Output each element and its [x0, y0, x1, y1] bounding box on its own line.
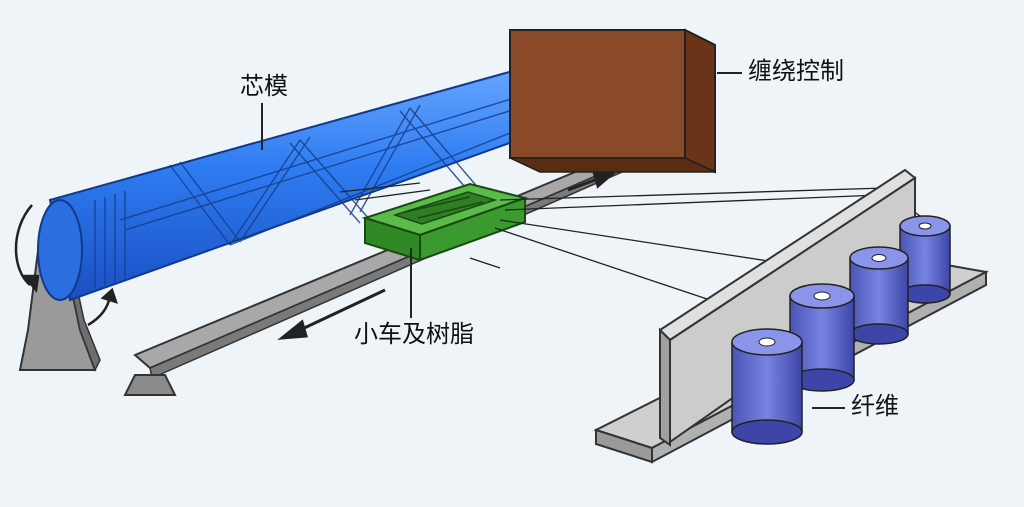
- carriage-resin-label: 小车及树脂: [354, 320, 474, 348]
- spool: [899, 215, 951, 304]
- rotation-arrow-icon: [14, 204, 118, 327]
- fiber-spools: [731, 215, 951, 445]
- leader-lines: [261, 72, 845, 409]
- spool: [849, 246, 909, 345]
- carriage: [361, 182, 529, 262]
- spool: [789, 283, 855, 392]
- winding-control-label: 缠绕控制: [748, 57, 844, 85]
- mandrel: [37, 60, 573, 302]
- mandrel-label: 芯模: [240, 72, 288, 100]
- winding-control-box: [509, 28, 716, 174]
- fiber-label: 纤维: [851, 392, 899, 420]
- direction-arrow-icon: [277, 170, 616, 340]
- spool: [731, 328, 803, 445]
